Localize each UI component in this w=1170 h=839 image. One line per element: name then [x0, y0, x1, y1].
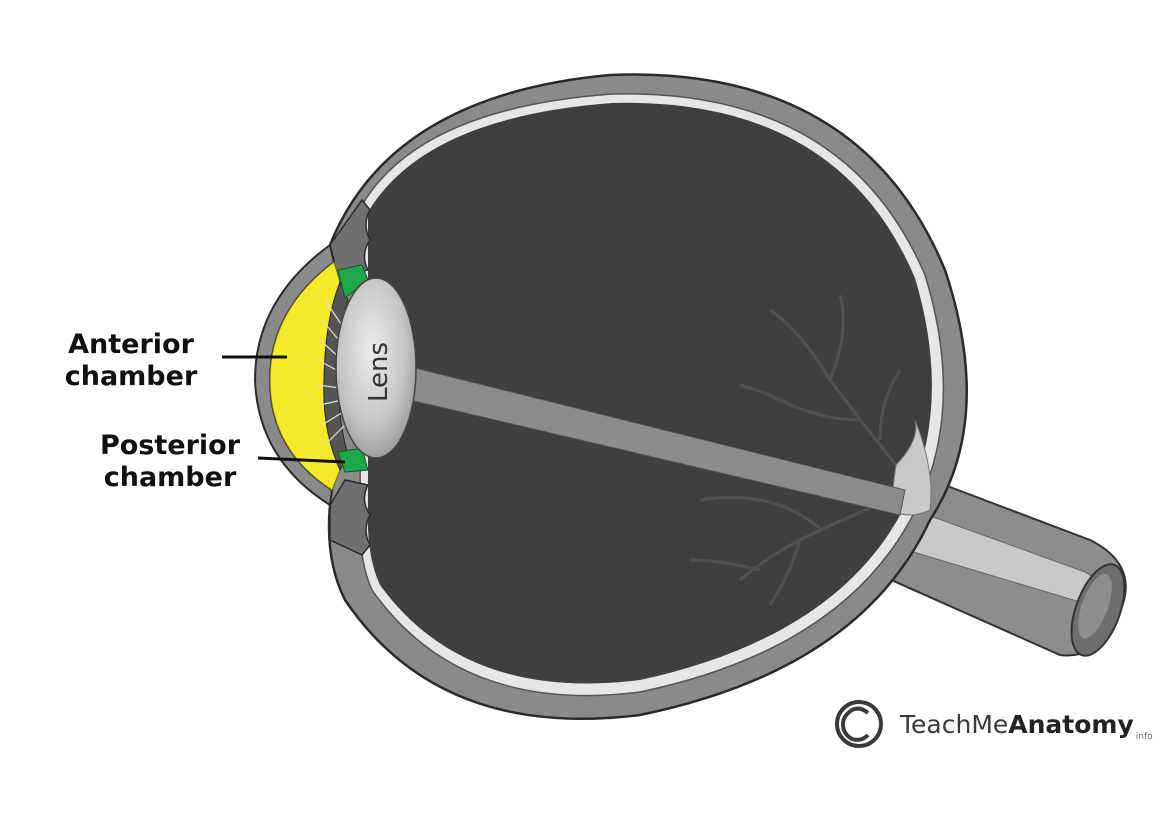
posterior-pointer-line — [257, 456, 346, 464]
brand-regular: TeachMe — [900, 709, 1009, 739]
lens — [335, 277, 417, 459]
posterior-label-line2: chamber — [103, 462, 237, 493]
posterior-label-line1: Posterior — [99, 430, 241, 461]
optic-nerve — [878, 468, 1127, 657]
retinal-vessels — [689, 294, 902, 606]
brand-suffix: info — [1135, 731, 1153, 742]
brand-bold: Anatomy — [1008, 709, 1134, 739]
posterior-chamber-label: Posterior chamber — [90, 430, 250, 494]
copyright-icon — [835, 700, 883, 748]
anterior-label-line2: chamber — [64, 361, 198, 392]
lens-label: Lens — [364, 342, 394, 402]
posterior-chamber — [337, 264, 369, 473]
anterior-chamber-label: Anterior chamber — [56, 329, 206, 393]
anterior-label-line1: Anterior — [68, 329, 194, 360]
